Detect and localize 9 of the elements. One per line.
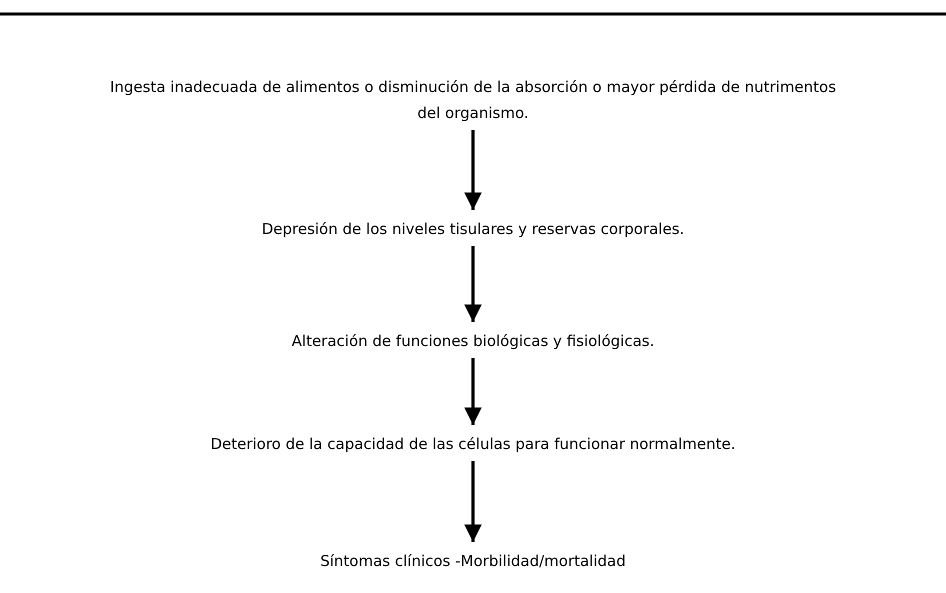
step-text: Alteración de funciones biológicas y fisiológicas. <box>223 328 723 354</box>
arrow <box>464 461 482 542</box>
step-text: Deterioro de la capacidad de las células para funcionar normalmente. <box>123 431 823 457</box>
arrow <box>464 130 482 210</box>
step-text: Síntomas clínicos -Morbilidad/mortalidad <box>273 548 673 574</box>
step-text: Depresión de los niveles tisulares y reservas corporales. <box>173 216 773 242</box>
arrow <box>464 358 482 425</box>
step-text: Ingesta inadecuada de alimentos o disminución de la absorción o mayor pérdida de nutrimentos del organismo. <box>103 74 843 126</box>
arrow <box>464 246 482 322</box>
